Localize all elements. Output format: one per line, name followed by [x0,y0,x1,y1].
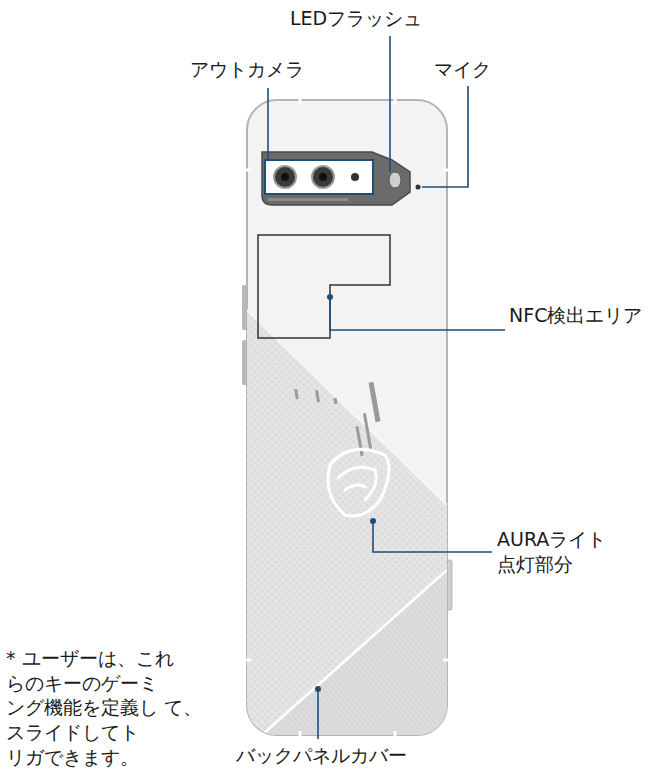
fine-print [294,382,380,456]
camera-lens [351,173,359,181]
panel-seam [247,310,447,505]
textured-panel [247,310,447,735]
part-label: マイク [434,57,491,82]
leader-dots [315,294,376,692]
nfc-area [258,235,390,338]
antenna-lines [246,99,448,736]
part-label: NFC検出エリア [509,303,642,328]
camera-module [262,152,410,205]
phone-body [247,100,447,735]
camera-lens [312,166,334,188]
part-label: AURAライト 点灯部分 [497,527,615,576]
camera-highlight [265,160,373,194]
part-label: アウトカメラ [190,57,304,82]
camera-lens [274,166,296,188]
rog-logo [328,449,389,516]
panel-seam [262,570,447,735]
led-flash [389,172,401,188]
part-label: バックパネルカバー [236,743,407,768]
mic-hole [416,185,421,190]
part-label: LEDフラッシュ [290,6,422,31]
note-text: * ユーザーは、これ らのキーのゲーミ ング機能を定義し て、スライドしてト リ… [6,646,234,769]
module-print [268,198,348,201]
leader-lines [268,36,505,739]
striped-panel [262,570,447,735]
